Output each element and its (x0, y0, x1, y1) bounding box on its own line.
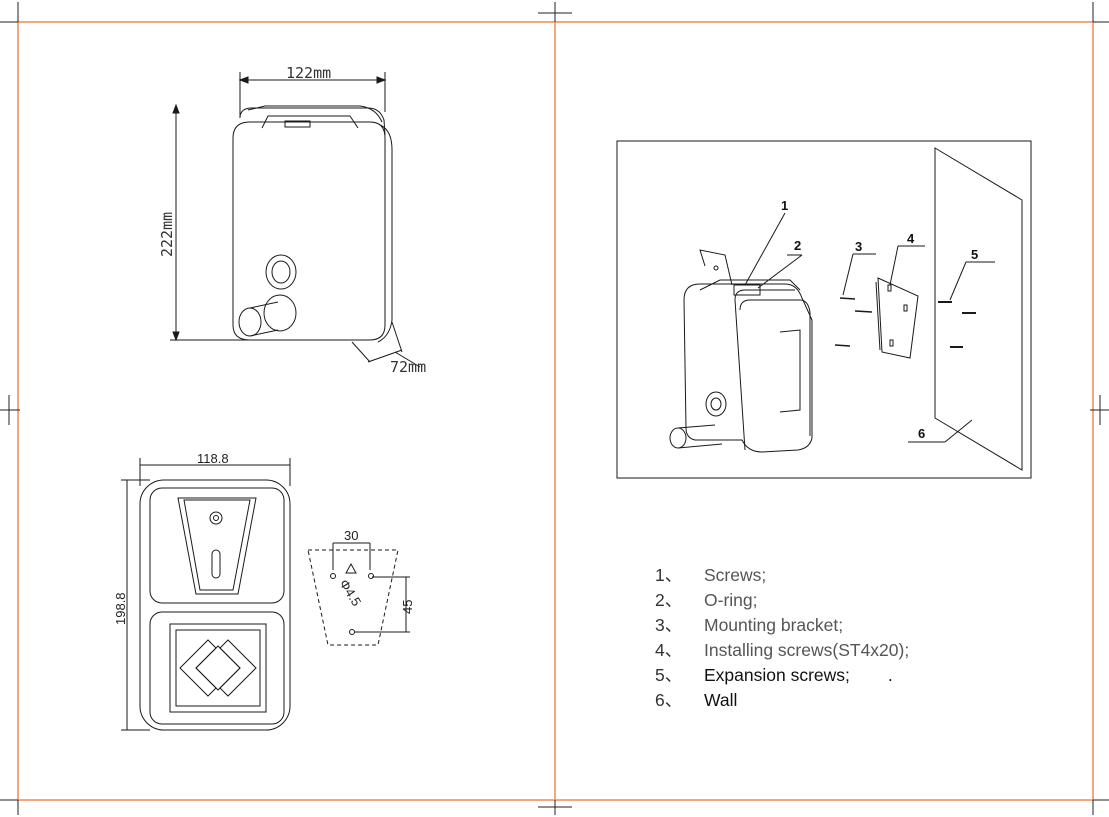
hole-diameter-label: Φ4.5 (336, 577, 364, 609)
callout-4: 4 (907, 231, 915, 246)
installation-diagram (616, 140, 1032, 479)
legend-item: 2、 O-ring; (655, 588, 1055, 613)
legend-item: 1、 Screws; (655, 563, 1055, 588)
legend-item: 3、 Mounting bracket; (655, 613, 1055, 638)
legend-number: 2、 (655, 590, 683, 610)
front-view-drawing (170, 72, 421, 368)
legend-item: 6、 Wall (655, 688, 1055, 713)
legend-text: Expansion screws; (704, 665, 850, 685)
back-width-label: 118.8 (197, 451, 229, 466)
legend-item: 5、 Expansion screws; . (655, 663, 1055, 688)
callout-2: 2 (794, 238, 801, 253)
legend-text: Wall (704, 690, 738, 710)
legend-number: 5、 (655, 665, 683, 685)
callout-6: 6 (918, 426, 925, 441)
parts-legend: 1、 Screws; 2、 O-ring; 3、 Mounting bracke… (655, 563, 1055, 713)
bracket-drawing (307, 542, 410, 646)
depth-dimension-label: 72mm (390, 358, 426, 376)
legend-text: Screws; (704, 565, 767, 585)
callout-1: 1 (781, 198, 788, 213)
legend-text: Installing screws(ST4x20); (704, 640, 910, 660)
legend-number: 6、 (655, 690, 683, 710)
legend-item: 4、 Installing screws(ST4x20); (655, 638, 1055, 663)
callout-5: 5 (971, 247, 978, 262)
legend-suffix: . (887, 665, 893, 685)
hole-vertical-label: 45 (400, 600, 415, 614)
legend-number: 4、 (655, 640, 683, 660)
legend-text: Mounting bracket; (704, 615, 844, 635)
width-dimension-label: 122mm (286, 64, 331, 82)
legend-text: O-ring; (704, 590, 758, 610)
back-height-label: 198.8 (113, 592, 128, 625)
back-view-drawing (121, 458, 291, 731)
callout-3: 3 (855, 239, 862, 254)
legend-number: 3、 (655, 615, 683, 635)
height-dimension-label: 222mm (158, 212, 176, 257)
legend-number: 1、 (655, 565, 683, 585)
hole-spacing-label: 30 (344, 528, 358, 543)
